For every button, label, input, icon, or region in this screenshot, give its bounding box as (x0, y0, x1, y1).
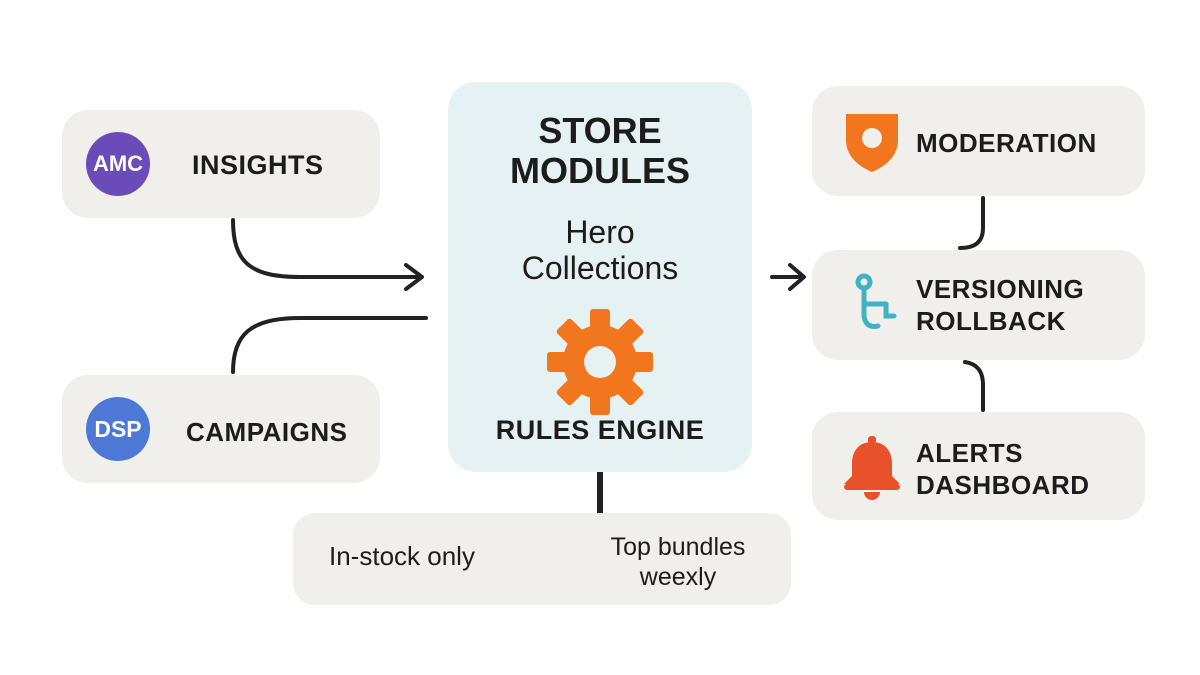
alerts-label-line2: DASHBOARD (916, 470, 1090, 500)
alerts-card[interactable]: ALERTS DASHBOARD (812, 412, 1145, 520)
bell-icon (844, 436, 900, 500)
versioning-alerts-connector (963, 360, 985, 412)
rule-top-bundles-line2: weexly (639, 563, 717, 591)
hero-collections-line2: Collections (521, 250, 679, 286)
insights-label: INSIGHTS (192, 150, 324, 180)
rules-card[interactable]: In-stock only Top bundles weexly (293, 513, 791, 605)
versioning-label-line1: VERSIONING (916, 274, 1085, 304)
branch-icon (855, 273, 897, 329)
store-modules-panel[interactable]: STORE MODULES Hero Collections RULES ENG… (448, 82, 752, 472)
arrow-head-output (788, 263, 806, 291)
insights-connector (231, 218, 420, 279)
rule-in-stock: In-stock only (329, 541, 475, 571)
versioning-card[interactable]: VERSIONING ROLLBACK (812, 250, 1145, 360)
arrow-head-insights (404, 263, 424, 291)
moderation-label: MODERATION (916, 128, 1097, 158)
shield-icon (846, 114, 898, 172)
insights-card[interactable]: AMC INSIGHTS (62, 110, 380, 218)
moderation-versioning-connector (958, 196, 985, 250)
alerts-label-line1: ALERTS (916, 438, 1023, 468)
hero-collections-line1: Hero (565, 214, 635, 250)
store-modules-title-line1: STORE (538, 110, 662, 151)
campaigns-card[interactable]: DSP CAMPAIGNS (62, 375, 380, 483)
dsp-badge: DSP (86, 397, 150, 461)
versioning-label-line2: ROLLBACK (916, 306, 1066, 336)
campaigns-connector (231, 316, 428, 374)
moderation-card[interactable]: MODERATION (812, 86, 1145, 196)
amc-badge: AMC (86, 132, 150, 196)
rule-top-bundles-line1: Top bundles (610, 533, 746, 561)
store-modules-title-line2: MODULES (510, 150, 690, 191)
campaigns-label: CAMPAIGNS (186, 417, 348, 447)
gear-icon (547, 309, 653, 415)
rules-engine-label: RULES ENGINE (495, 415, 705, 445)
